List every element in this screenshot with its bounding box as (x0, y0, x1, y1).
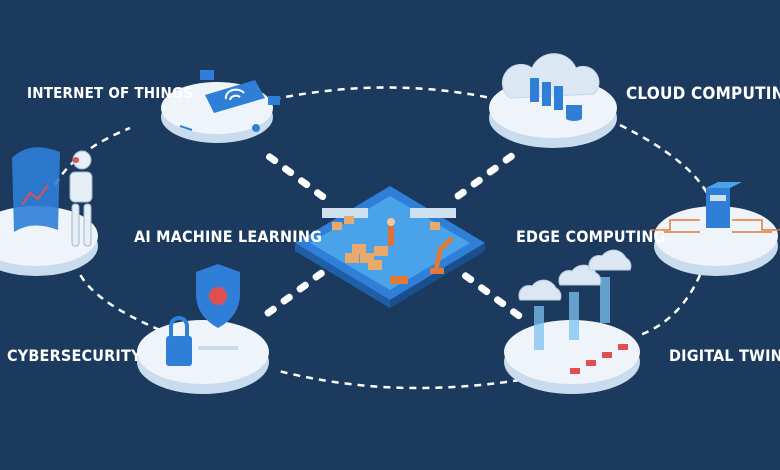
label-internet-of-things: INTERNET OF THINGS (27, 84, 194, 102)
cloud-icon (501, 53, 600, 99)
worker-figure (388, 226, 394, 246)
label-digital-twin: DIGITAL TWIN (669, 346, 780, 365)
cyber-platform (137, 264, 269, 394)
twin-platform (504, 249, 640, 394)
robot-icon (69, 150, 93, 247)
iot-platform (161, 70, 280, 143)
robot-arm (433, 236, 454, 271)
cloud-platform (489, 53, 617, 148)
gear-icon (252, 124, 260, 132)
ai-platform (0, 147, 98, 276)
factory-hub (295, 186, 485, 308)
chip-tower-icon (706, 188, 730, 228)
twin-nodes (570, 344, 628, 374)
server-rack-icon (530, 78, 563, 110)
holo-screen (12, 147, 60, 232)
label-edge-computing: EDGE COMPUTING (516, 227, 666, 246)
cargo-boxes (332, 216, 440, 270)
label-cybersecurity: CYBERSECURITY (7, 346, 142, 365)
wifi-icon (224, 88, 245, 101)
lock-icon (166, 336, 192, 366)
dashed-ring-connector (53, 86, 710, 390)
mini-clouds (518, 249, 632, 301)
bridge-tiles (264, 152, 523, 320)
edge-platform (650, 182, 780, 276)
circuit-lines (650, 219, 780, 233)
laptop-icon (200, 70, 214, 80)
label-cloud-computing: CLOUD COMPUTING (626, 84, 780, 104)
label-ai-machine-learning: AI MACHINE LEARNING (134, 227, 323, 246)
